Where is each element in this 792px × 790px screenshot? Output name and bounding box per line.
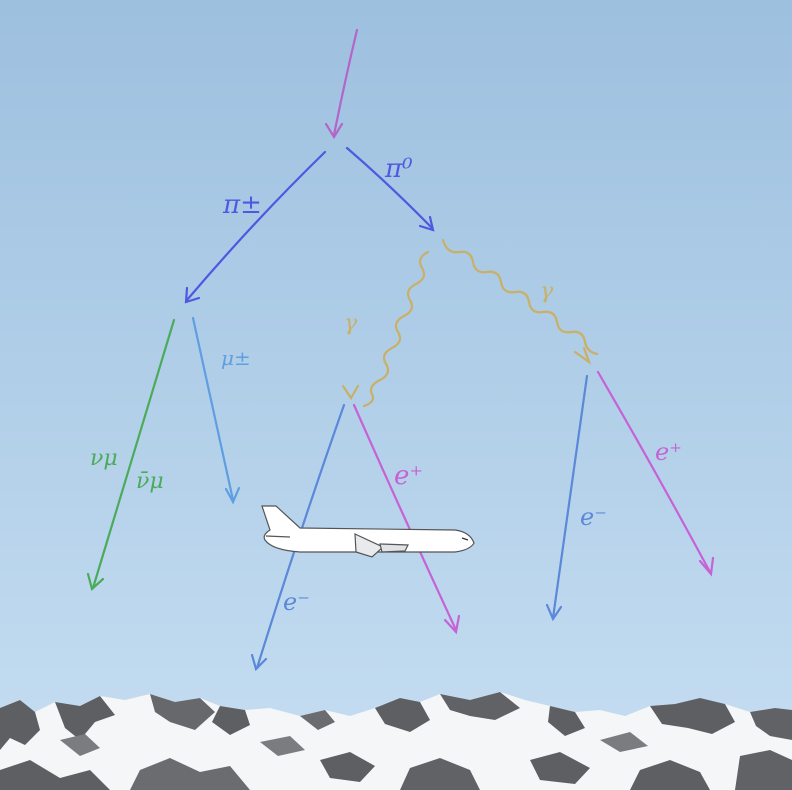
electron-left-label: e⁻ [283,588,310,616]
muon-antineutrino-label: ν̄μ [136,469,164,494]
electron-right-label: e⁻ [580,503,607,531]
photon-left-arrow [341,250,430,408]
positron-right-label: e⁺ [655,438,682,466]
charged-pion-label: π± [222,190,262,220]
primary-particle-arrow [324,28,359,140]
photon-right-arrow [441,238,599,365]
muon-arrow [191,316,241,505]
mountain-range [0,692,792,790]
neutral-pion-label: π⁰ [384,154,413,184]
neutral-pion-arrow [345,146,435,232]
photon-right-label: γ [540,279,554,304]
airplane-icon [261,505,475,558]
positron-left-arrow [352,403,461,635]
charged-pion-arrow [184,150,327,304]
positron-left-label: e⁺ [394,461,423,491]
electron-right-arrow [545,374,589,622]
muon-label: μ± [221,346,251,370]
photon-left-label: γ [344,311,358,336]
muon-neutrino-arrow [86,318,176,592]
muon-neutrino-label: νμ [90,446,118,471]
positron-right-arrow [596,370,715,577]
